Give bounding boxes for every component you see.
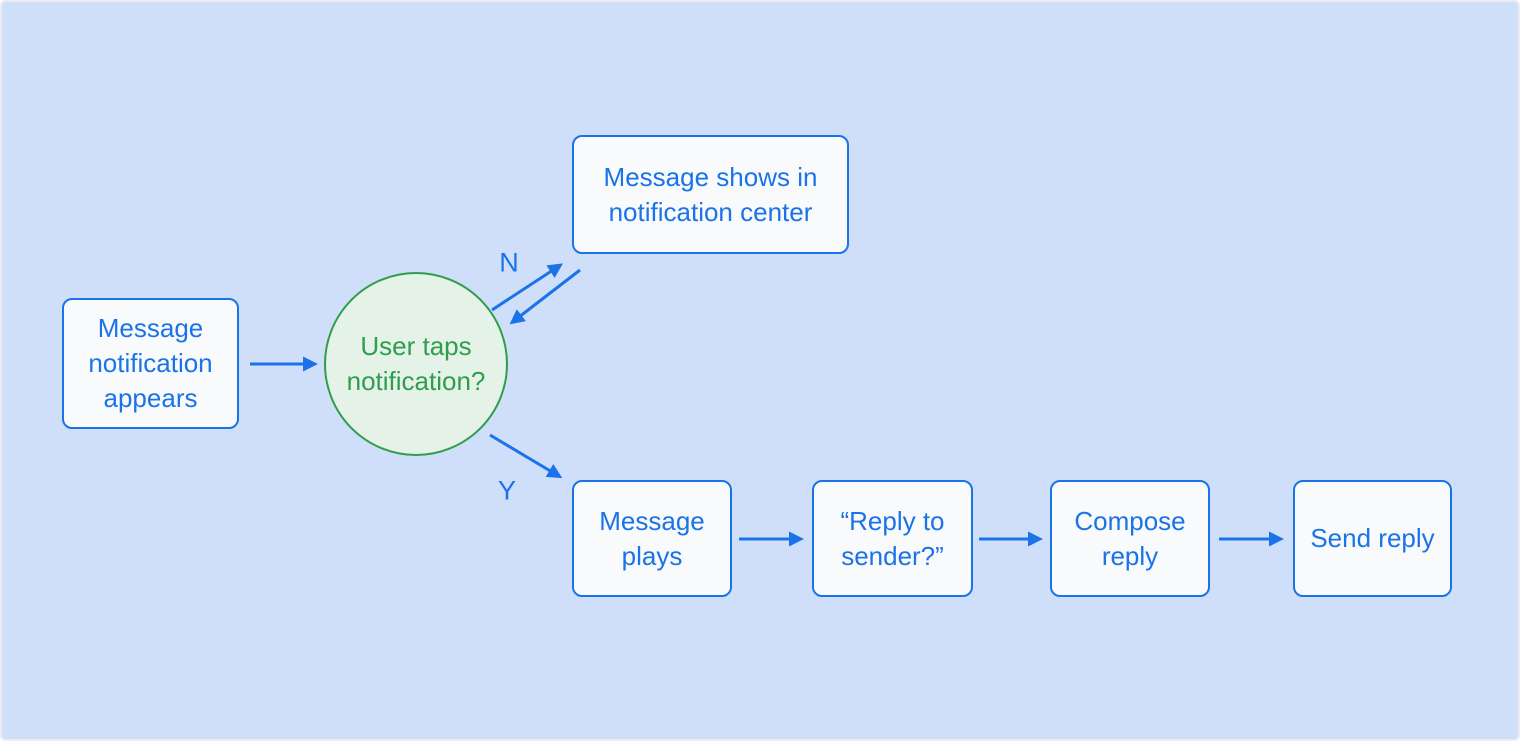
node-label: Send reply <box>1310 523 1435 553</box>
node-compose-reply: Compose reply <box>1050 480 1210 597</box>
node-label: Message shows in notification center <box>603 161 818 227</box>
node-reply-to-sender: “Reply to sender?” <box>812 480 973 597</box>
node-message-shows-in-notification-center: Message shows in notification center <box>572 135 849 254</box>
node-send-reply: Send reply <box>1293 480 1452 597</box>
node-message-notification-appears: Message notification appears <box>62 298 239 429</box>
edge-label-yes: Y <box>497 475 517 506</box>
edge-label-no: N <box>499 247 519 278</box>
node-decision-user-taps-notification: User taps notification? <box>324 272 508 456</box>
arrow-notification-center-to-decision <box>509 268 581 325</box>
arrow-decision-to-message-plays <box>489 433 563 479</box>
node-label: Message notification appears <box>88 313 213 413</box>
node-label: Message plays <box>599 505 705 571</box>
node-label: “Reply to sender?” <box>840 505 945 571</box>
node-label: Compose reply <box>1074 505 1186 571</box>
node-label: User taps notification? <box>346 331 486 396</box>
node-message-plays: Message plays <box>572 480 732 597</box>
